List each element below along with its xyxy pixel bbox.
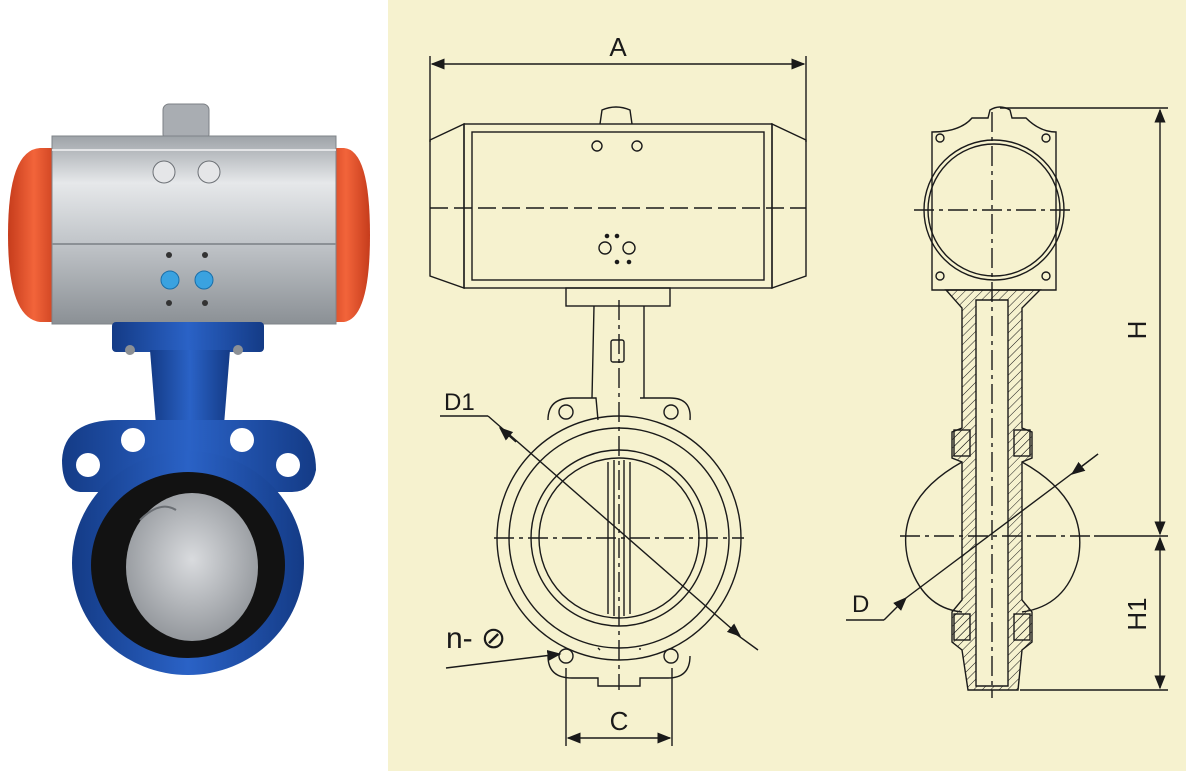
label-d: D bbox=[852, 591, 869, 618]
product-photo bbox=[0, 0, 388, 771]
label-h: H bbox=[1122, 321, 1152, 340]
dimension-a bbox=[429, 56, 807, 142]
air-port-icon bbox=[194, 270, 214, 290]
dimension-n-phi bbox=[445, 649, 562, 669]
pinion-shaft bbox=[162, 103, 210, 141]
butterfly-valve-illustration bbox=[8, 103, 370, 675]
technical-drawing: A D1 D n- ⊘ C H H1 bbox=[388, 0, 1186, 771]
actuator-body bbox=[51, 135, 337, 325]
dimension-h bbox=[1000, 107, 1168, 691]
mounting-flange bbox=[112, 322, 264, 352]
dimension-d1 bbox=[440, 415, 759, 651]
front-view-valve-body bbox=[494, 300, 744, 690]
front-view-actuator bbox=[429, 106, 807, 307]
label-a: A bbox=[609, 32, 627, 62]
screw-icon bbox=[152, 160, 176, 184]
side-view bbox=[900, 106, 1090, 698]
valve-disc bbox=[126, 493, 258, 641]
label-c: C bbox=[610, 706, 629, 736]
air-port-icon bbox=[160, 270, 180, 290]
dimension-d bbox=[846, 453, 1099, 621]
left-end-cap bbox=[8, 148, 60, 322]
label-h1: H1 bbox=[1122, 597, 1152, 630]
dimension-c bbox=[565, 668, 673, 746]
dimension-drawing: A D1 D n- ⊘ C H H1 bbox=[429, 32, 1168, 746]
screw-icon bbox=[197, 160, 221, 184]
label-d1: D1 bbox=[444, 389, 475, 416]
label-n-phi: n- ⊘ bbox=[446, 622, 506, 655]
